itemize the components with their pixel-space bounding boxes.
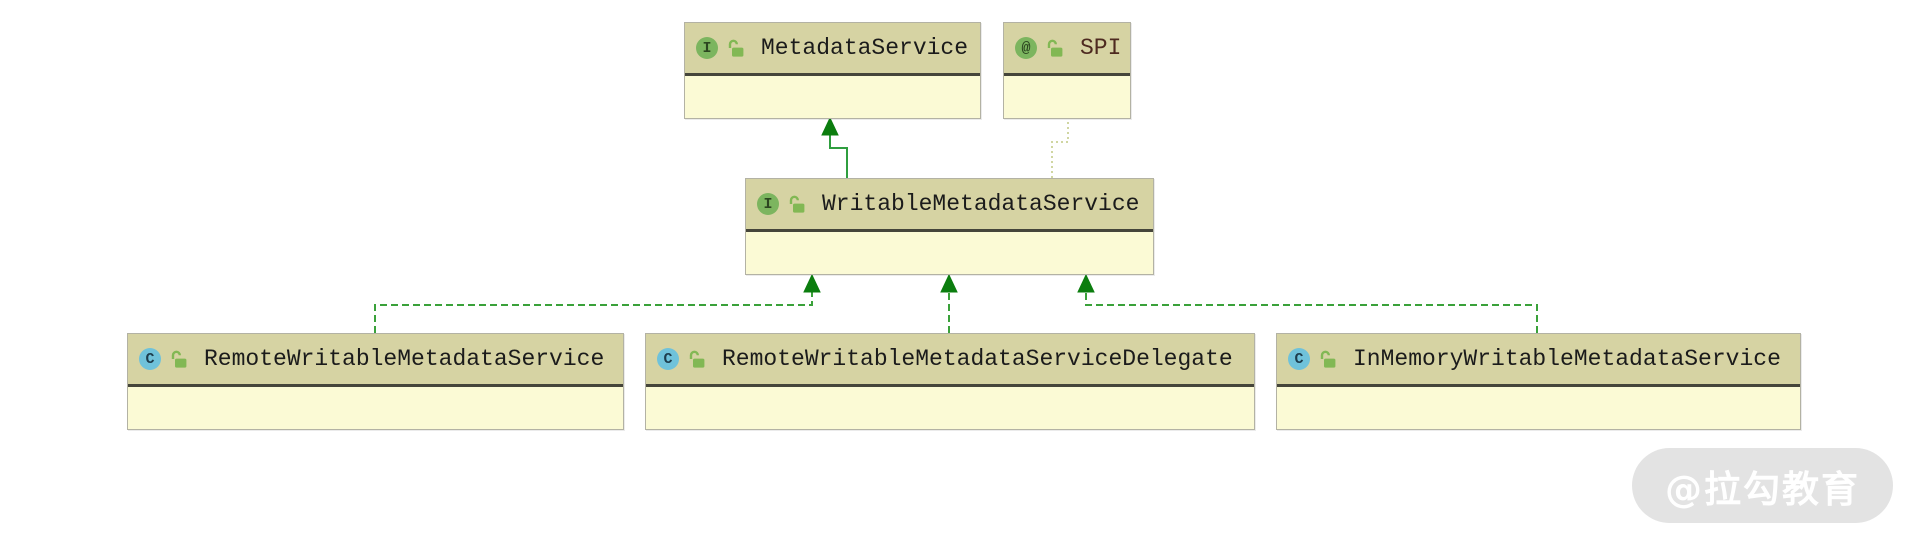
watermark-badge: @拉勾教育	[1632, 448, 1893, 523]
arrowhead-icon	[940, 273, 958, 293]
edge-implements-remote-writable-delegate	[940, 273, 958, 333]
unlocked-padlock-icon	[1320, 350, 1336, 368]
uml-node-remote-writable-metadata-service[interactable]: C RemoteWritableMetadataService	[127, 333, 624, 430]
node-label: InMemoryWritableMetadataService	[1353, 346, 1781, 372]
uml-node-writable-metadata-service[interactable]: I WritableMetadataService	[745, 178, 1154, 275]
node-header: C RemoteWritableMetadataServiceDelegate	[646, 334, 1254, 387]
uml-node-remote-writable-metadata-service-delegate[interactable]: C RemoteWritableMetadataServiceDelegate	[645, 333, 1255, 430]
node-header: @ SPI	[1004, 23, 1130, 76]
unlocked-padlock-icon	[171, 350, 187, 368]
node-body	[746, 232, 1153, 274]
node-body	[685, 76, 980, 118]
node-label: MetadataService	[761, 35, 969, 61]
interface-icon: I	[696, 37, 718, 59]
node-body	[1004, 76, 1130, 118]
node-header: C InMemoryWritableMetadataService	[1277, 334, 1800, 387]
class-icon: C	[139, 348, 161, 370]
unlocked-padlock-icon	[728, 39, 744, 57]
edge-annotation-spi	[1051, 119, 1069, 178]
uml-node-metadata-service[interactable]: I MetadataService	[684, 22, 981, 119]
edge-implements-inmemory-writable	[1077, 273, 1538, 333]
node-body	[1277, 387, 1800, 429]
uml-node-spi[interactable]: @ SPI	[1003, 22, 1131, 119]
edge-implements-remote-writable	[374, 273, 821, 333]
unlocked-padlock-icon	[1047, 39, 1063, 57]
node-label: RemoteWritableMetadataService	[204, 346, 605, 372]
node-label: SPI	[1080, 35, 1122, 61]
unlocked-padlock-icon	[789, 195, 805, 213]
class-icon: C	[1288, 348, 1310, 370]
node-body	[646, 387, 1254, 429]
node-label: RemoteWritableMetadataServiceDelegate	[722, 346, 1233, 372]
node-body	[128, 387, 623, 429]
arrowhead-icon	[803, 273, 821, 293]
node-header: I MetadataService	[685, 23, 980, 76]
edge-extends-metadataservice	[821, 116, 848, 178]
node-header: C RemoteWritableMetadataService	[128, 334, 623, 387]
class-icon: C	[657, 348, 679, 370]
interface-icon: I	[757, 193, 779, 215]
node-header: I WritableMetadataService	[746, 179, 1153, 232]
annotation-icon: @	[1015, 37, 1037, 59]
node-label: WritableMetadataService	[822, 191, 1140, 217]
arrowhead-icon	[1077, 273, 1095, 293]
unlocked-padlock-icon	[689, 350, 705, 368]
uml-node-inmemory-writable-metadata-service[interactable]: C InMemoryWritableMetadataService	[1276, 333, 1801, 430]
arrowhead-icon	[821, 116, 839, 136]
